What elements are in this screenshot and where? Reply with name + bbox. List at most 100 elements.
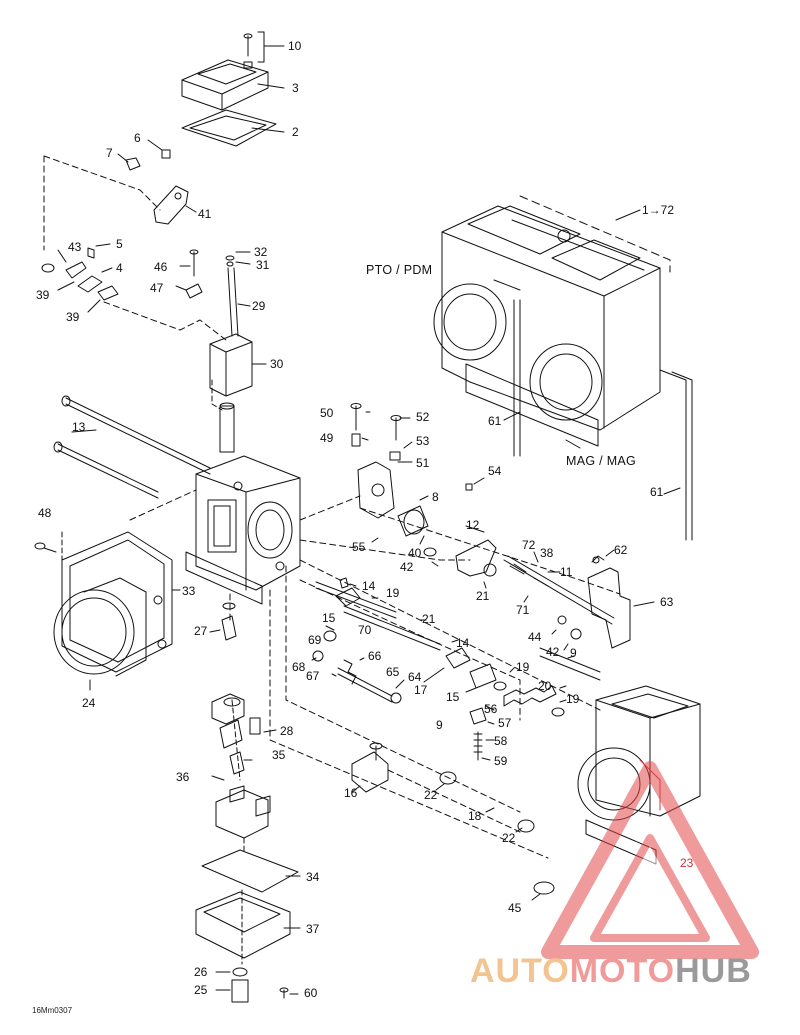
callout-53: 53	[416, 434, 430, 448]
callout-31: 31	[256, 258, 270, 272]
callout-55: 55	[352, 540, 366, 554]
callout-65: 65	[386, 665, 400, 679]
callout-50: 50	[320, 406, 334, 420]
rods-graphic	[315, 581, 601, 717]
callout-43: 43	[68, 240, 82, 254]
callout-36: 36	[176, 770, 190, 784]
callout-39a: 39	[36, 288, 50, 302]
callout-2: 2	[292, 125, 299, 139]
callout-28: 28	[280, 724, 294, 738]
callout-64: 64	[408, 670, 422, 684]
callout-63: 63	[660, 595, 674, 609]
callout-56: 56	[484, 702, 498, 716]
callout-12: 12	[466, 518, 480, 532]
callout-52: 52	[416, 410, 430, 424]
callout-29: 29	[252, 299, 266, 313]
callout-51: 51	[416, 456, 430, 470]
callout-19a: 19	[386, 586, 400, 600]
callout-30: 30	[270, 357, 284, 371]
callout-18: 18	[468, 809, 482, 823]
callout-21a: 21	[476, 589, 490, 603]
callout-45: 45	[508, 901, 522, 915]
callout-70: 70	[358, 623, 372, 637]
callout-21b: 21	[422, 612, 436, 626]
callout-66: 66	[368, 649, 382, 663]
callout-58: 58	[494, 734, 508, 748]
callout-20: 20	[538, 679, 552, 693]
callout-40: 40	[408, 546, 422, 560]
callout-35: 35	[272, 748, 286, 762]
callout-16: 16	[344, 786, 358, 800]
callout-25: 25	[194, 983, 208, 997]
carburetor-body-graphic	[185, 455, 301, 605]
callout-3: 3	[292, 81, 299, 95]
callout-71: 71	[516, 603, 530, 617]
lever-41-graphic	[125, 149, 189, 225]
callout-68: 68	[292, 660, 306, 674]
plunger-assembly-graphic	[185, 249, 253, 453]
callout-67: 67	[306, 669, 320, 683]
callout-23: 23	[680, 856, 694, 870]
callout-42a: 42	[400, 560, 414, 574]
callout-9a: 9	[570, 646, 577, 660]
shaft-assembly-graphic	[503, 555, 615, 640]
callout-69: 69	[308, 633, 322, 647]
side-label-pto: PTO / PDM	[366, 263, 433, 277]
callout-32: 32	[254, 245, 268, 259]
callout-44: 44	[528, 630, 542, 644]
callout-14b: 14	[456, 636, 470, 650]
watermark-part-moto: MOTO	[569, 952, 676, 990]
callout-26: 26	[194, 965, 208, 979]
side-label-mag: MAG / MAG	[566, 454, 637, 468]
callout-48: 48	[38, 506, 52, 520]
callout-39b: 39	[66, 310, 80, 324]
callout-38: 38	[540, 546, 554, 560]
callout-14a: 14	[362, 579, 376, 593]
levers-graphic	[312, 577, 497, 761]
callout-60: 60	[304, 986, 318, 1000]
callout-22a: 22	[424, 788, 438, 802]
lever-parts-graphic	[41, 247, 119, 301]
callout-13: 13	[72, 420, 86, 434]
callout-11: 11	[560, 565, 573, 579]
callout-5: 5	[116, 237, 123, 251]
callout-61b: 61	[650, 485, 664, 499]
callout-59: 59	[494, 754, 508, 768]
intake-flange-graphic	[53, 531, 173, 677]
callout-34: 34	[306, 870, 320, 884]
watermark-part-hub: HUB	[675, 952, 752, 990]
callout-54: 54	[488, 464, 502, 478]
watermark-text: AUTOMOTOHUB	[470, 952, 752, 991]
cover-assembly-graphic	[181, 33, 277, 147]
fuel-fittings-graphic	[351, 742, 555, 895]
callout-33: 33	[182, 584, 196, 598]
callout-22b: 22	[502, 831, 516, 845]
callout-62: 62	[614, 543, 628, 557]
callout-27: 27	[194, 624, 208, 638]
callout-6: 6	[134, 131, 141, 145]
callout-49: 49	[320, 431, 334, 445]
callout-47: 47	[150, 281, 164, 295]
float-bowl-graphic	[195, 602, 299, 1003]
callout-17: 17	[414, 683, 428, 697]
callout-10: 10	[288, 39, 302, 53]
callout-8: 8	[432, 490, 439, 504]
callout-15a: 15	[322, 611, 336, 625]
complete-carburetor-graphic	[433, 205, 661, 457]
callout-19b: 19	[516, 660, 530, 674]
watermark-logo	[541, 761, 759, 959]
callout-4: 4	[116, 261, 123, 275]
callout-9b: 9	[436, 718, 443, 732]
callout-61a: 61	[488, 414, 502, 428]
callout-24: 24	[82, 696, 96, 710]
callout-57: 57	[498, 716, 512, 730]
drawing-code: 16Mm0307	[32, 1006, 73, 1015]
callout-42b: 42	[546, 645, 560, 659]
watermark-part-auto: AUTO	[470, 952, 570, 990]
bracket-63-graphic	[587, 555, 631, 649]
callout-37: 37	[306, 922, 320, 936]
callout-7: 7	[106, 146, 113, 160]
idle-screw-graphic	[337, 659, 402, 704]
callout-19c: 19	[566, 692, 580, 706]
